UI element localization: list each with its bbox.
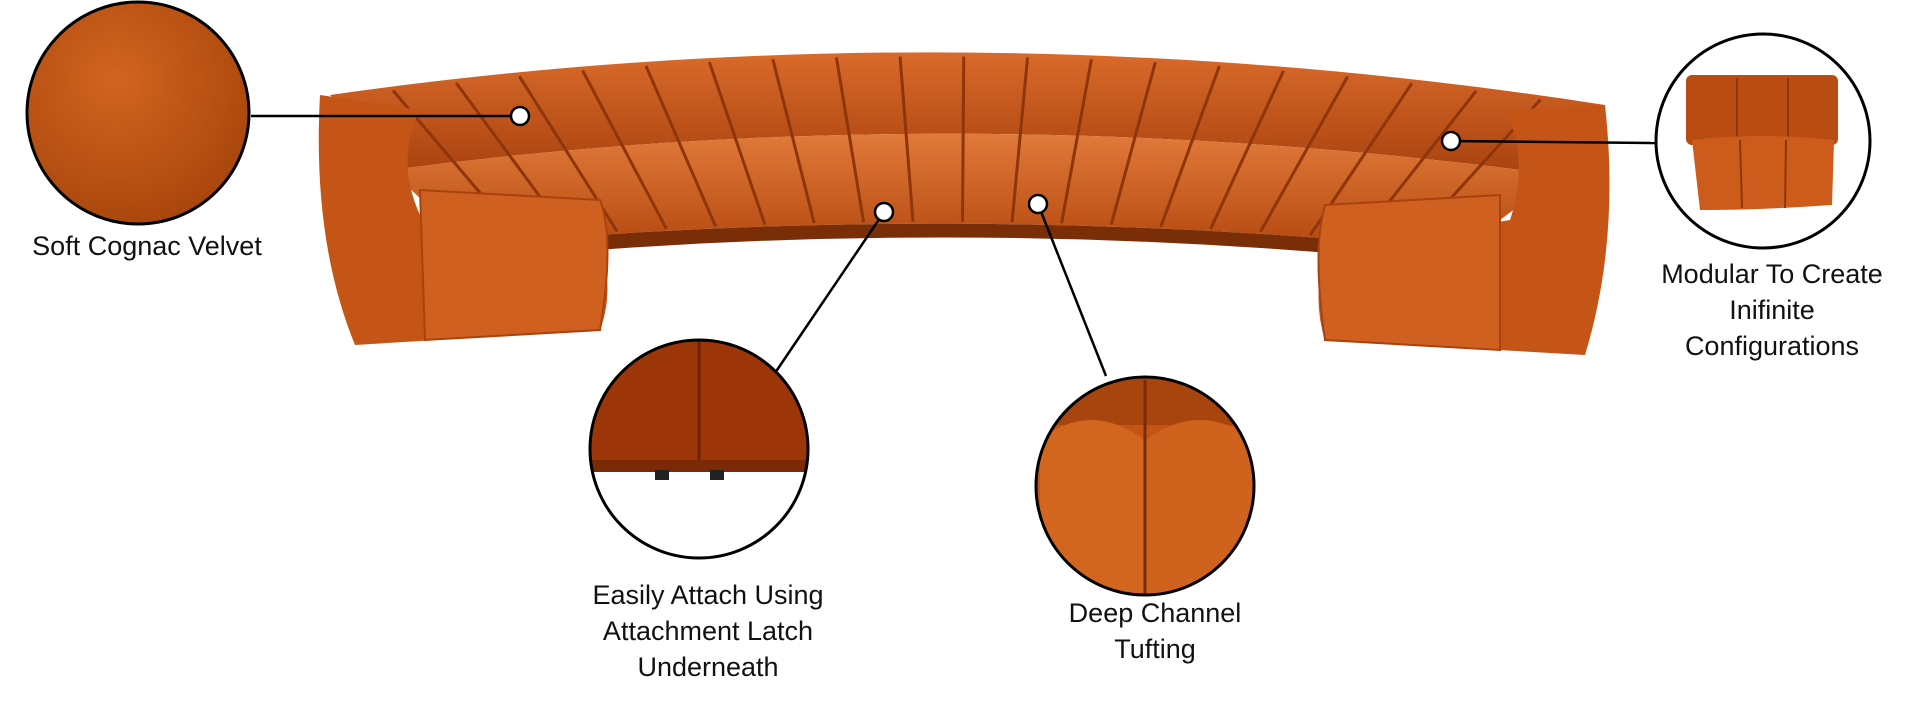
tufting-label: Deep Channel Tufting [1069,595,1242,667]
channel-seam [771,58,816,224]
channel-seam [1010,57,1030,223]
latch-label: Easily Attach Using Attachment Latch Und… [592,577,823,685]
sofa [318,52,1610,355]
tufting-label-line: Tufting [1114,634,1196,664]
channel-seam [1109,61,1157,226]
velvet-label: Soft Cognac Velvet [32,231,262,261]
tufting-marker-dot [1027,193,1049,215]
channel-seam [1060,59,1093,224]
channel-seam [834,57,866,223]
latch-label-line: Attachment Latch [602,616,814,646]
channel-seam [1209,70,1285,230]
velvet-swatch-circle [25,0,251,226]
modular-label-line: Modular To Create [1661,259,1883,289]
channel-seam [1159,65,1221,228]
modular-label: Modular To Create Inifinite Configuratio… [1661,256,1883,364]
callout-lines [251,105,1656,377]
channel-seam [961,56,966,222]
modular-marker-dot [1440,130,1462,152]
channel-seam [707,61,767,226]
latch-marker-dot [873,201,895,223]
channel-seam [581,69,668,230]
modular-label-line: Inifinite [1729,295,1815,325]
tufting-label-line: Deep Channel [1068,598,1242,628]
modular-label-line: Configurations [1684,331,1860,361]
channel-seam [1259,75,1349,233]
latch-detail-circle [588,338,810,560]
latch-label-line: Underneath [637,652,779,682]
tufting-detail-circle [1034,375,1256,597]
velvet-marker-dot [509,105,531,127]
channel-seam [898,56,915,222]
latch-label-line: Easily Attach Using [592,580,824,610]
channel-seam [644,65,718,228]
modular-chair-circle [1654,32,1872,250]
